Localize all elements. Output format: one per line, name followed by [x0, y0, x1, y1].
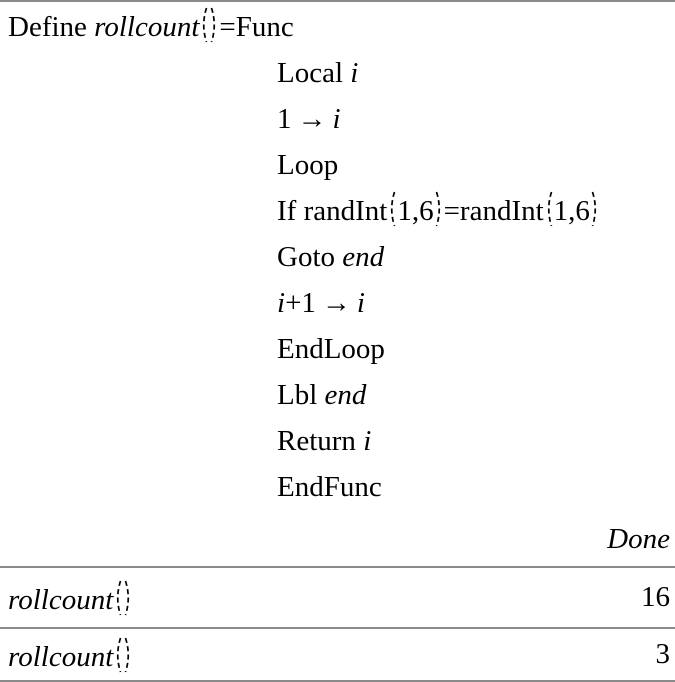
code-line: i+1→i: [277, 280, 670, 326]
identifier-token: rollcount: [94, 11, 200, 43]
code-line: 1→i: [277, 96, 670, 142]
keyword-token: Return: [277, 425, 364, 457]
keyword-token: =Func: [219, 11, 294, 43]
identifier-token: i: [350, 57, 359, 89]
history-expression-args: [113, 637, 133, 673]
stretchy-open-paren: [117, 637, 122, 672]
store-arrow-token: →: [321, 287, 351, 319]
identifier-token: i: [277, 287, 286, 319]
history-entry[interactable]: rollcount 3: [0, 627, 675, 680]
code-line: EndFunc: [277, 464, 670, 510]
program-result-done: Done: [607, 523, 670, 555]
keyword-token: =randInt: [443, 195, 544, 227]
keyword-token: Local: [277, 57, 351, 89]
history-expression-name: rollcount: [8, 640, 114, 673]
keyword-token: EndFunc: [277, 471, 382, 503]
history-expression-name: rollcount: [8, 583, 114, 616]
stretchy-open-paren: [203, 7, 208, 43]
history-expression[interactable]: rollcount: [8, 636, 133, 674]
history-expression[interactable]: rollcount: [8, 579, 133, 617]
identifier-token: i: [332, 103, 341, 135]
keyword-token: Lbl: [277, 379, 325, 411]
store-arrow-token: →: [297, 103, 327, 135]
keyword-token: EndLoop: [277, 333, 385, 365]
code-line: Loop: [277, 142, 670, 188]
code-line: EndLoop: [277, 326, 670, 372]
code-line: If randInt 1,6 =randInt 1,6: [277, 188, 670, 234]
stretchy-close-paren: [124, 580, 130, 615]
identifier-token: end: [324, 379, 367, 411]
history-result[interactable]: 16: [641, 581, 670, 613]
code-line: Define rollcount =Func: [8, 4, 670, 50]
keyword-token: Loop: [277, 149, 339, 181]
stretchy-open-paren: [391, 191, 396, 227]
code-line: Local i: [277, 50, 670, 96]
keyword-token: If randInt: [277, 195, 388, 227]
stretchy-open-paren: [117, 580, 122, 615]
keyword-token: Define: [8, 11, 95, 43]
stretchy-open-paren: [547, 191, 552, 227]
code-line: Lbl end: [277, 372, 670, 418]
stretchy-close-paren: [124, 637, 130, 672]
keyword-token: 1: [277, 103, 292, 135]
identifier-token: i: [356, 287, 365, 319]
history-expression-args: [113, 580, 133, 616]
stretchy-close-paren: [211, 7, 216, 43]
keyword-token: +1: [285, 287, 316, 319]
history-result[interactable]: 3: [655, 638, 671, 670]
stretchy-close-paren: [435, 191, 440, 227]
keyword-token: 1,6: [397, 195, 434, 227]
identifier-token: i: [363, 425, 372, 457]
keyword-token: Goto: [277, 241, 343, 273]
keyword-token: 1,6: [553, 195, 590, 227]
code-line: Goto end: [277, 234, 670, 280]
code-line: Return i: [277, 418, 670, 464]
stretchy-close-paren: [591, 191, 597, 227]
history-entry[interactable]: rollcount 16: [0, 566, 675, 627]
identifier-token: end: [342, 241, 385, 273]
